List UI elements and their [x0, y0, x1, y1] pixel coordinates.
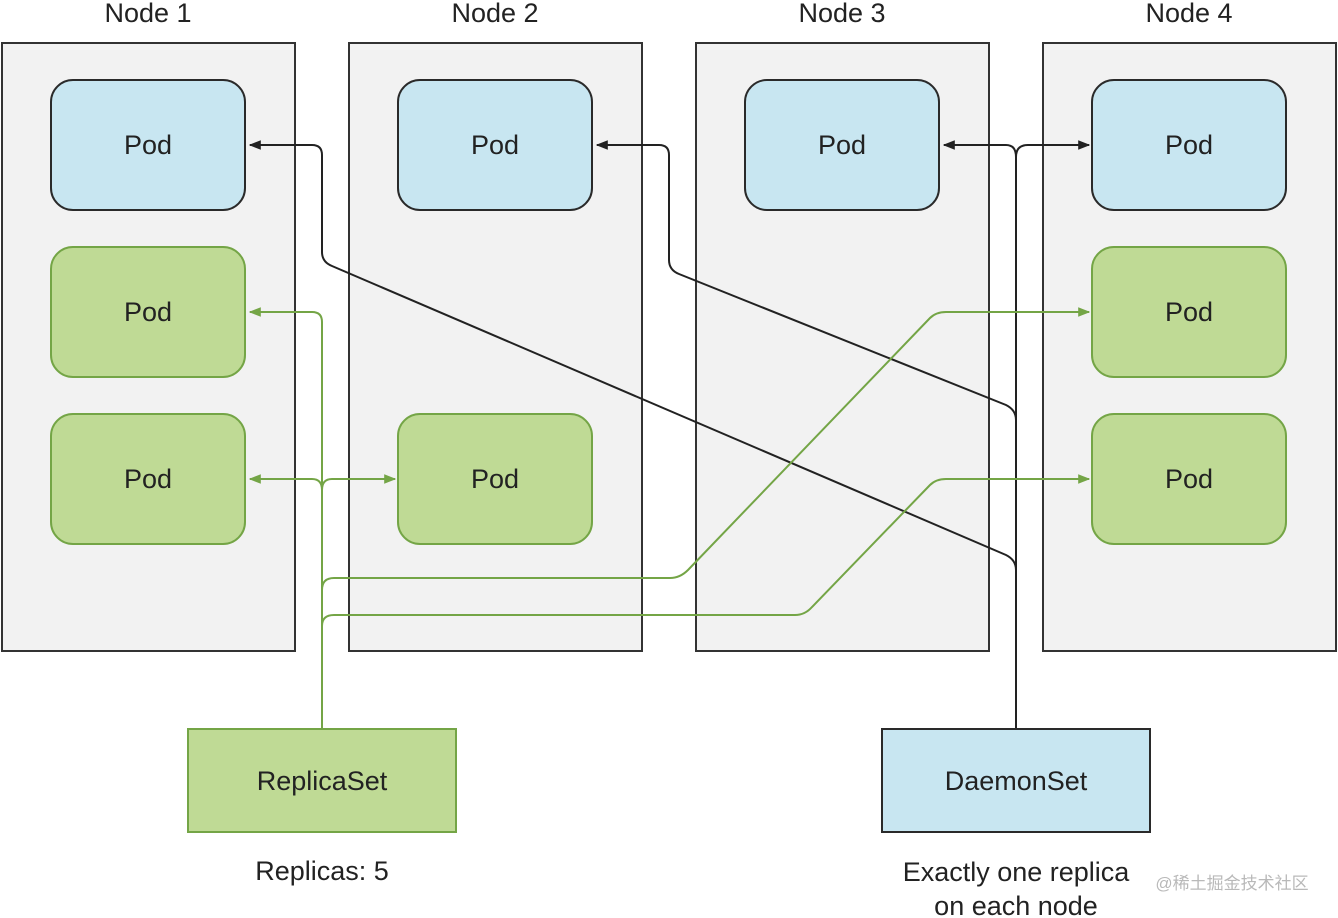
daemonset-link-node-2: [595, 140, 1017, 421]
replicaset-caption: Replicas: 5: [255, 856, 389, 886]
replicaset-link-node-4-pod-2: [321, 307, 1091, 591]
node-4-pod-replica-2[interactable]: Pod: [1091, 413, 1287, 545]
node-4-pod-daemon[interactable]: Pod: [1091, 79, 1287, 211]
daemonset-caption-line-2: on each node: [934, 891, 1098, 918]
replicaset-link-node-1-pod-2: [248, 307, 323, 728]
daemonset-box[interactable]: DaemonSet: [881, 728, 1151, 833]
daemonset-link-node-1: [248, 140, 1017, 728]
pod-label: Pod: [818, 130, 866, 160]
daemonset-connections: [248, 140, 1091, 728]
pod-label: Pod: [124, 297, 172, 327]
node-2-pod-replica-1[interactable]: Pod: [397, 413, 593, 545]
pod-label: Pod: [124, 130, 172, 160]
daemonset-link-node-4: [1015, 140, 1091, 158]
pod-label: Pod: [471, 464, 519, 494]
node-3-pod-daemon[interactable]: Pod: [744, 79, 940, 211]
watermark: @稀土掘金技术社区: [1155, 874, 1308, 893]
node-1-title: Node 1: [104, 0, 191, 28]
node-2-pod-daemon[interactable]: Pod: [397, 79, 593, 211]
replicaset-link-node-2-pod: [321, 474, 397, 491]
daemonset-caption-line-1: Exactly one replica: [903, 857, 1131, 887]
replicaset-link-node-4-pod-3: [321, 474, 1091, 627]
node-4-title: Node 4: [1145, 0, 1232, 28]
node-2-title: Node 2: [451, 0, 538, 28]
daemonset-label: DaemonSet: [945, 766, 1088, 796]
pod-label: Pod: [471, 130, 519, 160]
replicaset-box[interactable]: ReplicaSet: [187, 728, 457, 833]
node-1-pod-daemon[interactable]: Pod: [50, 79, 246, 211]
pod-label: Pod: [1165, 464, 1213, 494]
replicaset-connections: [248, 307, 1091, 728]
pod-label: Pod: [1165, 297, 1213, 327]
pod-label: Pod: [1165, 130, 1213, 160]
node-1-pod-replica-2[interactable]: Pod: [50, 413, 246, 545]
node-3-title: Node 3: [798, 0, 885, 28]
node-1-pod-replica-1[interactable]: Pod: [50, 246, 246, 378]
node-4-pod-replica-1[interactable]: Pod: [1091, 246, 1287, 378]
pod-label: Pod: [124, 464, 172, 494]
replicaset-label: ReplicaSet: [257, 766, 388, 796]
